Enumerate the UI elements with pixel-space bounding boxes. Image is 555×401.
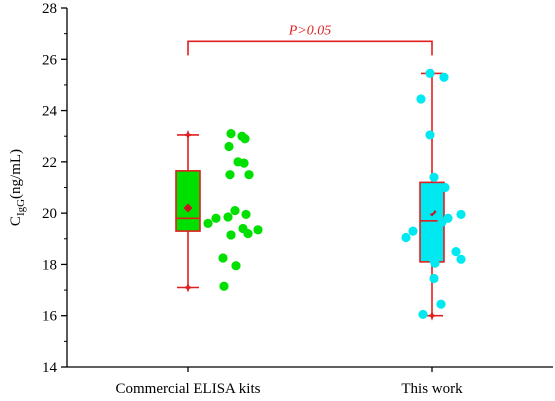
y-tick-label: 22 [42,155,57,171]
data-point [425,204,435,214]
data-point [456,254,466,264]
data-point [440,182,450,193]
boxes [175,68,445,321]
data-point [211,213,221,223]
y-tick-label: 24 [42,104,58,120]
y-tick-label: 16 [42,309,58,325]
y-axis-title: CIgG(ng/mL) [8,149,27,226]
y-axis-title-text: CIgG(ng/mL) [8,149,27,226]
data-point [418,309,428,320]
data-point [436,299,446,309]
data-point [239,158,249,168]
data-point [219,281,229,291]
data-point [416,94,426,104]
axes [66,8,553,372]
mean-marker [183,203,193,213]
significance-line [187,40,433,56]
x-category-label: Commercial ELISA kits [116,381,261,397]
significance-bracket: P>0.05 [187,23,433,56]
y-tick-label: 28 [42,1,57,17]
data-point [231,261,241,271]
data-point [437,217,447,227]
data-point [401,232,411,243]
box-body [175,170,201,232]
data-point [429,172,439,182]
data-point [429,273,439,284]
y-tick-label: 20 [42,206,57,222]
y-axis-title-main: C [8,216,24,226]
data-point [241,209,251,220]
data-point [237,131,247,141]
y-tick-label: 26 [42,52,58,68]
min-marker [427,310,437,321]
data-point [430,258,440,268]
x-axis-labels: Commercial ELISA kits This work [116,381,464,397]
data-point [425,68,435,78]
y-axis-title-subscript: IgG [15,199,27,216]
data-point [223,212,233,222]
data-point [408,226,418,236]
box-group [419,68,445,321]
data-point [203,218,213,228]
y-axis-ticks: 14 16 18 20 22 24 26 28 [42,1,67,376]
data-point [451,247,461,257]
data-point [226,230,236,240]
data-point [226,129,236,139]
data-point [244,170,254,180]
data-point [224,141,234,152]
x-category-label: This work [401,381,463,397]
data-point [439,72,449,82]
data-point [425,130,435,140]
data-points [203,68,466,320]
data-point [456,209,466,220]
min-marker [183,282,193,293]
max-marker [183,129,193,140]
data-point [253,225,263,235]
box-group [175,129,201,293]
y-axis-title-unit: (ng/mL) [8,149,24,199]
y-tick-label: 14 [42,360,58,376]
y-tick-label: 18 [42,257,57,273]
significance-label: P>0.05 [288,23,332,38]
data-point [218,253,228,263]
data-point [225,170,235,180]
data-point [230,205,240,216]
data-point [430,195,440,205]
data-point [243,229,253,239]
